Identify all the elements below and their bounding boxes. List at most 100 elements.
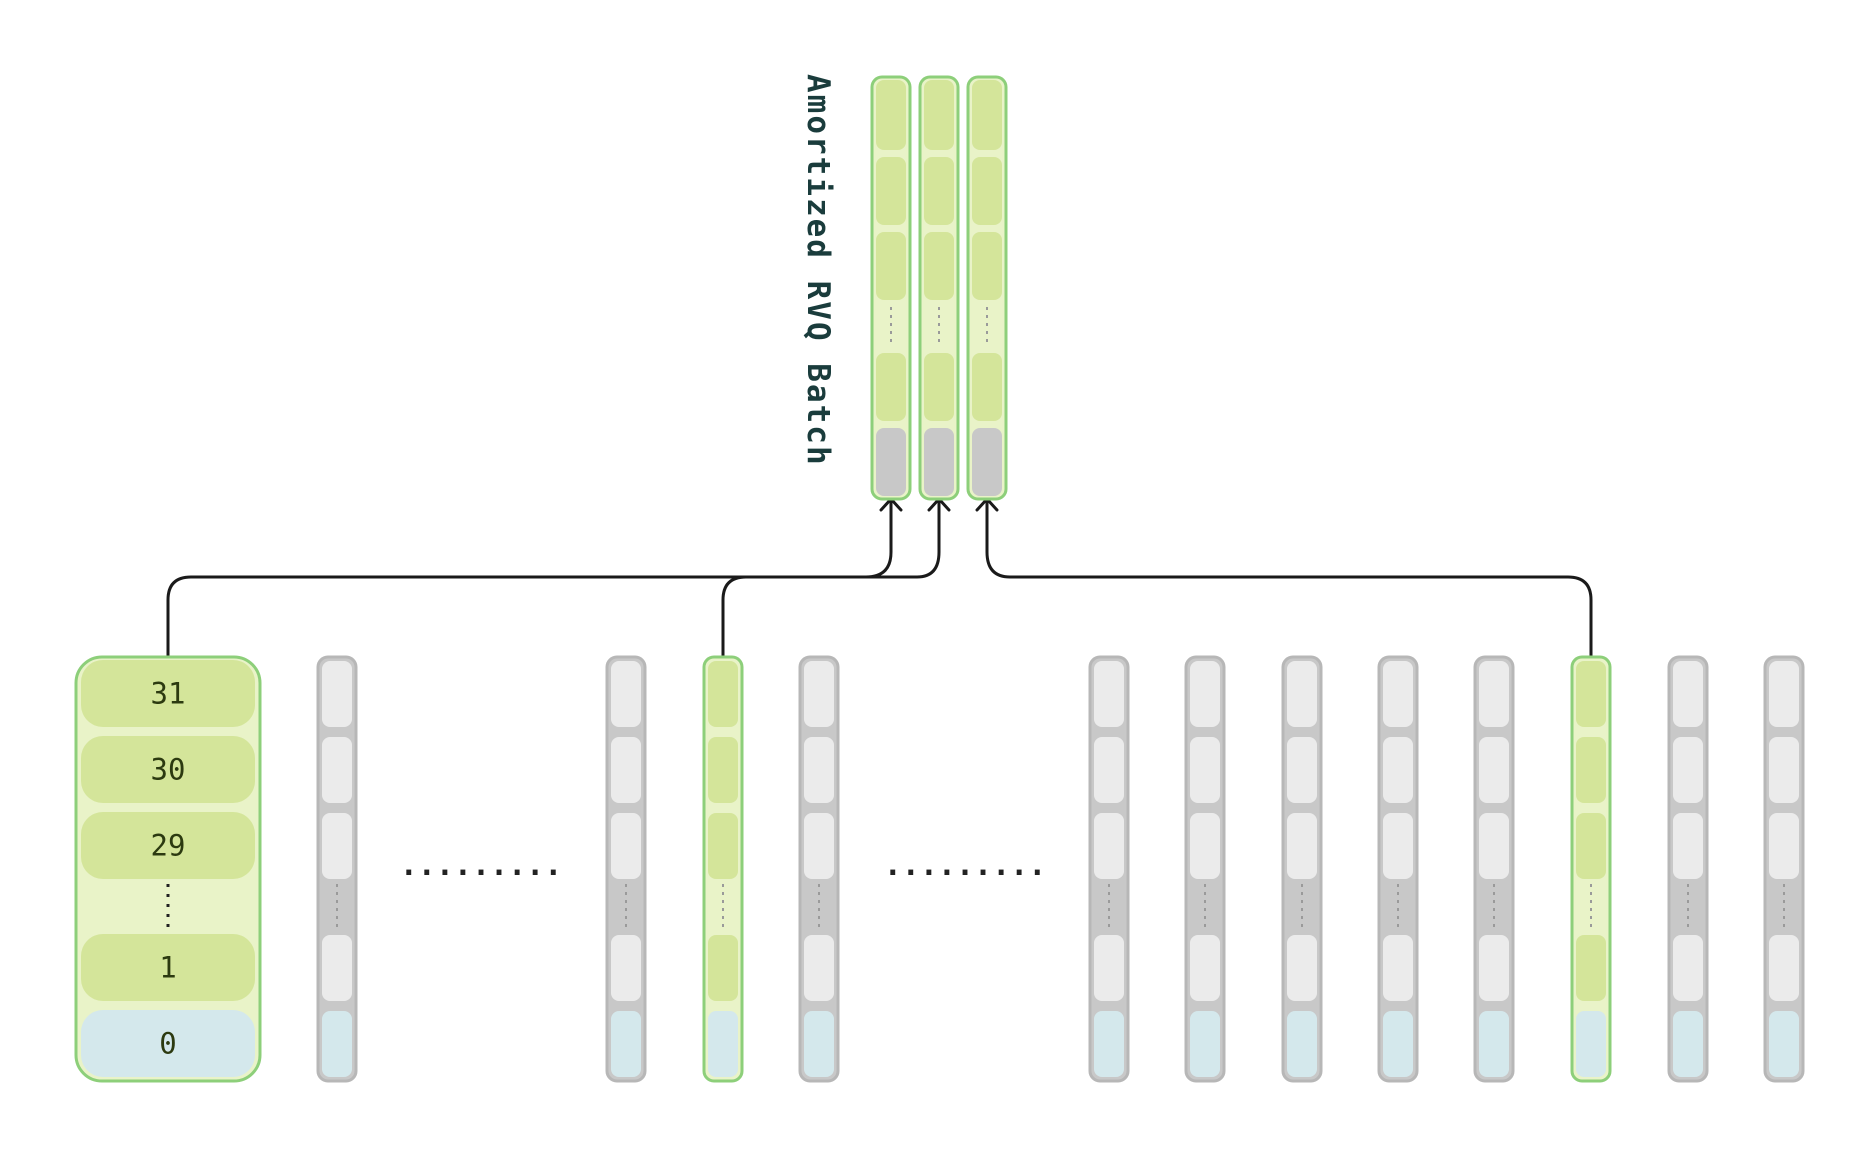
level-segment [1190,935,1220,1001]
level-segment [81,934,255,1001]
level-label: 1 [159,951,176,985]
selected-codebook-column [702,655,744,1083]
level-segment [611,661,641,727]
level-segment [81,660,255,727]
level-segment [708,813,738,879]
level-segment [1769,813,1799,879]
level-segment [1769,737,1799,803]
level-segment [322,935,352,1001]
level-segment [322,661,352,727]
level-segment [1190,1011,1220,1077]
level-segment [1383,1011,1413,1077]
level-label: 29 [151,829,186,863]
level-segment [972,232,1002,300]
level-label: 0 [159,1027,176,1061]
level-segment [611,935,641,1001]
level-segment [876,80,906,150]
level-segment [924,157,954,225]
level-segment [1479,661,1509,727]
level-segment [924,353,954,421]
level-segment [322,1011,352,1077]
level-segment [804,737,834,803]
level-segment [804,661,834,727]
connector-lines [166,497,1593,657]
level-segment [876,353,906,421]
level-segment [1287,737,1317,803]
level-segment [1287,1011,1317,1077]
level-segment [1287,935,1317,1001]
level-segment [804,935,834,1001]
expanded-codebook-column: 31 30 29 1 0 [74,655,262,1083]
level-segment [1673,935,1703,1001]
level-segment [804,1011,834,1077]
level-segment [1479,813,1509,879]
level-segment [1287,813,1317,879]
level-segment [1094,813,1124,879]
level-segment [81,812,255,879]
level-segment [1094,935,1124,1001]
level-segment [1576,813,1606,879]
ellipsis-gap: ......... [884,848,1047,883]
connector-line [985,500,1593,657]
level-segment [1094,661,1124,727]
level-segment [1190,737,1220,803]
level-segment [81,1010,255,1077]
level-segment [972,80,1002,150]
level-segment [1576,1011,1606,1077]
level-segment [611,1011,641,1077]
level-segment [924,80,954,150]
level-segment [1673,737,1703,803]
level-segment [1479,1011,1509,1077]
level-label: 31 [151,677,186,711]
batch-column [966,75,1008,501]
level-segment [1576,661,1606,727]
level-segment [611,737,641,803]
level-segment [1383,737,1413,803]
level-segment [1094,737,1124,803]
level-segment [81,736,255,803]
level-segment [1383,935,1413,1001]
level-segment [1673,813,1703,879]
level-segment [611,813,641,879]
codebook-column [605,655,647,1083]
level-segment [972,353,1002,421]
level-segment [1479,935,1509,1001]
codebook-column [1184,655,1226,1083]
level-segment [322,813,352,879]
level-segment [876,428,906,496]
level-segment [1673,661,1703,727]
batch-column [870,75,912,501]
level-segment [1287,661,1317,727]
level-segment [1383,661,1413,727]
level-segment [708,737,738,803]
level-segment [972,428,1002,496]
level-segment [1383,813,1413,879]
level-segment [804,813,834,879]
level-segment [1479,737,1509,803]
level-segment [1094,1011,1124,1077]
batch-column [918,75,960,501]
codebook-column [316,655,358,1083]
codebook-column [1763,655,1805,1083]
level-segment [924,232,954,300]
selected-codebook-column [1570,655,1612,1083]
level-segment [876,232,906,300]
level-segment [322,737,352,803]
level-segment [1576,737,1606,803]
level-segment [708,661,738,727]
level-segment [924,428,954,496]
level-segment [876,157,906,225]
level-segment [1769,661,1799,727]
level-label: 30 [151,753,186,787]
level-segment [1576,935,1606,1001]
level-segment [1190,661,1220,727]
level-segment [1190,813,1220,879]
connector-line [721,500,941,657]
batch-title: Amortized RVQ Batch [800,74,836,467]
codebook-column [1473,655,1515,1083]
codebook-column [1667,655,1709,1083]
level-segment [1673,1011,1703,1077]
level-segment [1769,1011,1799,1077]
connector-line [166,500,893,657]
